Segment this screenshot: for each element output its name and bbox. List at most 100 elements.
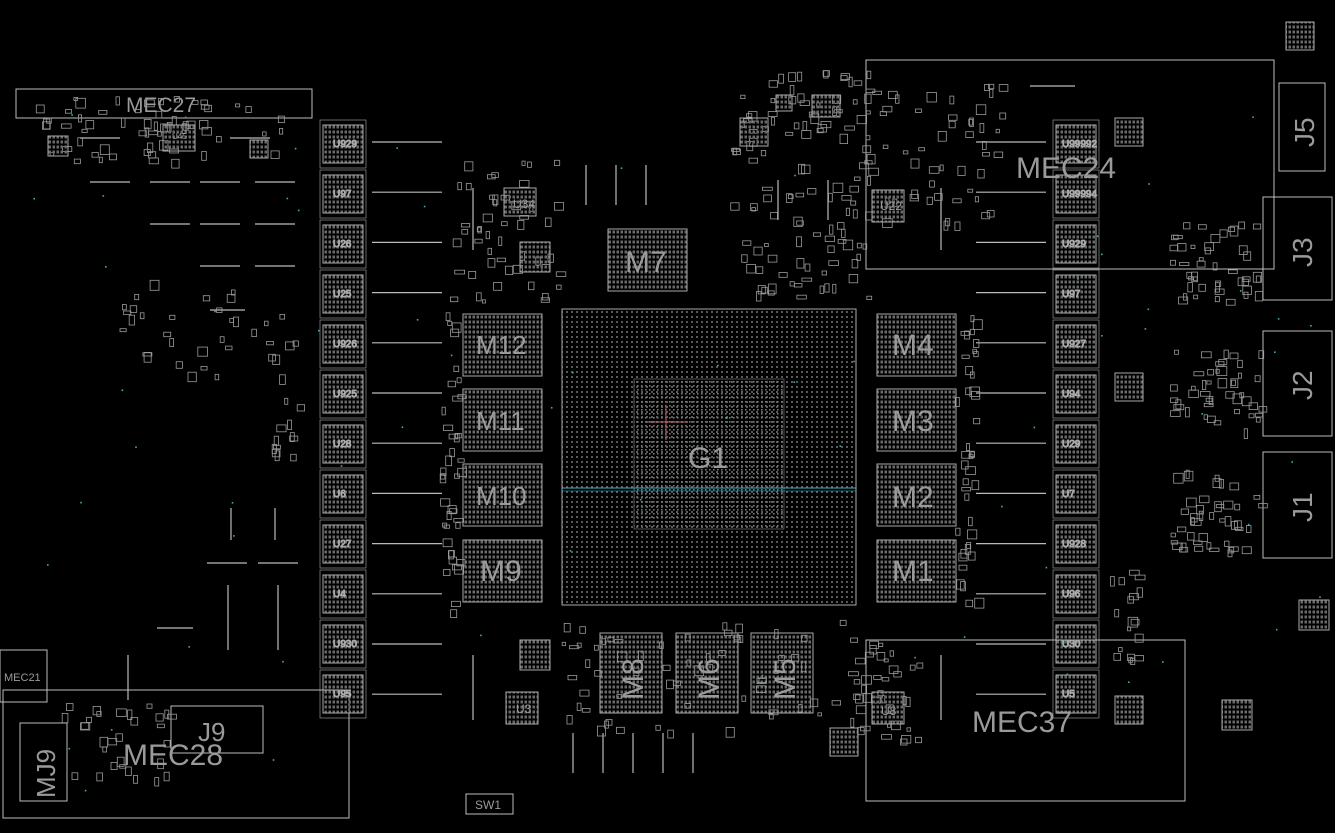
regulator-left[interactable]: U28 <box>319 419 367 469</box>
label-m4: M4 <box>892 329 934 362</box>
svg-text:U926: U926 <box>333 339 357 350</box>
ic-chip[interactable] <box>47 135 69 157</box>
regulator-left[interactable]: U6 <box>319 469 367 519</box>
regulator-right[interactable]: U927 <box>1052 319 1100 369</box>
label-m3: M3 <box>892 405 934 438</box>
ic-chip[interactable] <box>519 241 551 273</box>
svg-text:U29: U29 <box>1062 439 1081 450</box>
regulator-left[interactable]: U27 <box>319 519 367 569</box>
label-u45: U45 <box>172 132 187 141</box>
ic-chip[interactable] <box>162 124 196 152</box>
ic-chip[interactable] <box>811 94 841 118</box>
memory-chip[interactable] <box>876 388 957 452</box>
regulator-right[interactable]: U97 <box>1052 269 1100 319</box>
regulator-left[interactable]: U925 <box>319 369 367 419</box>
regulator-left[interactable]: U929 <box>319 119 367 169</box>
regulator-right[interactable]: U94 <box>1052 369 1100 419</box>
regulator-right[interactable]: U96 <box>1052 569 1100 619</box>
mec28-outline <box>2 689 350 819</box>
svg-text:U25: U25 <box>333 289 352 300</box>
regulator-right[interactable]: U99994 <box>1052 169 1100 219</box>
regulator-left[interactable]: U930 <box>319 619 367 669</box>
memory-chip[interactable] <box>462 539 543 603</box>
ic-chip[interactable] <box>871 189 905 223</box>
svg-text:U4: U4 <box>333 589 346 600</box>
ic-chip[interactable] <box>505 691 539 725</box>
svg-text:U26: U26 <box>333 239 352 250</box>
regulator-right[interactable]: U7 <box>1052 469 1100 519</box>
regulator-right[interactable]: U929 <box>1052 219 1100 269</box>
regulator-right[interactable]: U29 <box>1052 419 1100 469</box>
label-mec28: MEC28 <box>123 739 223 772</box>
ic-chip[interactable] <box>1114 695 1144 725</box>
memory-chip[interactable] <box>607 228 688 292</box>
memory-chip[interactable] <box>876 313 957 377</box>
regulator-left[interactable]: U25 <box>319 269 367 319</box>
svg-text:U95: U95 <box>333 689 352 700</box>
ic-chip[interactable] <box>519 639 551 671</box>
label-mec24: MEC24 <box>1016 152 1116 185</box>
ic-chip[interactable] <box>1114 372 1144 402</box>
label-m11: M11 <box>476 406 525 436</box>
svg-text:U5: U5 <box>1062 689 1075 700</box>
svg-text:U99994: U99994 <box>1062 189 1097 200</box>
regulator-left[interactable]: U26 <box>319 219 367 269</box>
label-m10: M10 <box>476 481 527 511</box>
ic-chip[interactable] <box>1285 21 1315 51</box>
ic-chip[interactable] <box>249 139 269 159</box>
ic-chip[interactable] <box>1221 699 1253 731</box>
j9-outline <box>170 705 264 754</box>
j2-outline <box>1262 330 1333 437</box>
svg-text:U27: U27 <box>333 539 352 550</box>
label-j9: J9 <box>198 717 225 747</box>
label-m1: M1 <box>892 555 934 588</box>
memory-chip[interactable] <box>750 632 814 714</box>
label-u22: U22 <box>880 199 902 213</box>
regulator-left[interactable]: U4 <box>319 569 367 619</box>
svg-text:U30: U30 <box>1062 639 1081 650</box>
ic-chip[interactable] <box>1114 117 1144 147</box>
ic-chip[interactable] <box>775 94 793 112</box>
mj9-outline <box>19 722 68 802</box>
label-u3: U3 <box>516 702 532 716</box>
memory-chip[interactable] <box>462 313 543 377</box>
label-j1: J1 <box>1287 492 1318 522</box>
ic-chip[interactable] <box>871 691 905 725</box>
svg-text:U927: U927 <box>1062 339 1086 350</box>
regulator-right[interactable]: U928 <box>1052 519 1100 569</box>
memory-chip[interactable] <box>462 463 543 527</box>
svg-text:U97: U97 <box>333 189 352 200</box>
gpu-g1[interactable] <box>561 308 857 606</box>
svg-text:U929: U929 <box>1062 239 1086 250</box>
ic-chip[interactable] <box>1298 599 1330 631</box>
ic-chip[interactable] <box>829 727 859 757</box>
svg-text:U930: U930 <box>333 639 357 650</box>
mec37-outline <box>865 639 1186 802</box>
regulator-left[interactable]: U97 <box>319 169 367 219</box>
memory-chip[interactable] <box>599 632 663 714</box>
j5-outline <box>1278 82 1326 172</box>
memory-chip[interactable] <box>876 539 957 603</box>
svg-text:U96: U96 <box>1062 589 1081 600</box>
label-m8: M8 <box>617 658 650 700</box>
memory-chip[interactable] <box>462 388 543 452</box>
ic-chip[interactable] <box>739 117 769 147</box>
memory-chip[interactable] <box>675 632 739 714</box>
label-m6: M6 <box>693 658 726 700</box>
regulator-left[interactable]: U926 <box>319 319 367 369</box>
regulator-left[interactable]: U95 <box>319 669 367 719</box>
ic-chip[interactable] <box>503 187 537 217</box>
label-mec21: MEC21 <box>4 672 41 684</box>
j3-outline <box>1262 196 1333 301</box>
label-sw1: SW1 <box>475 798 501 812</box>
memory-chip[interactable] <box>876 463 957 527</box>
label-j2: J2 <box>1287 370 1318 400</box>
regulator-right[interactable]: U5 <box>1052 669 1100 719</box>
regulator-right[interactable]: U30 <box>1052 619 1100 669</box>
label-m7: M7 <box>625 246 667 279</box>
svg-text:U97: U97 <box>1062 289 1081 300</box>
regulator-right[interactable]: U99992 <box>1052 119 1100 169</box>
label-mj9: MJ9 <box>31 749 61 798</box>
mec27-outline <box>15 88 313 119</box>
